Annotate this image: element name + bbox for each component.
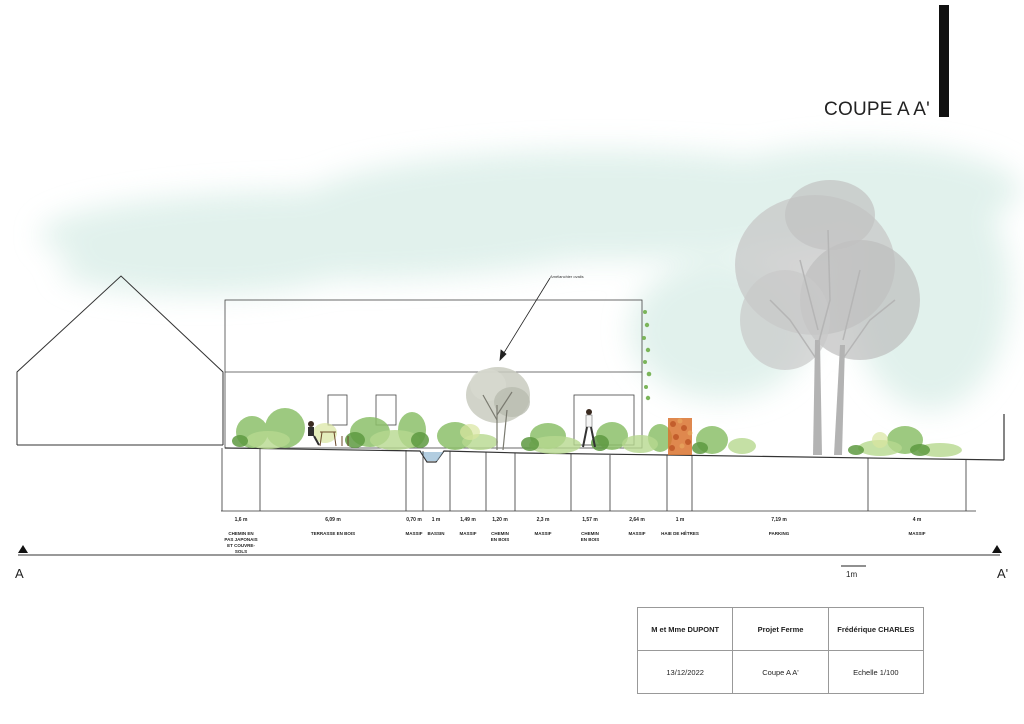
cartouche: M et Mme DUPONT Projet Ferme Frédérique … — [636, 607, 925, 694]
climbing-plant — [642, 310, 652, 401]
pond-water — [421, 452, 443, 461]
terrace-furniture — [319, 431, 349, 447]
zone-width: 1,6 m — [234, 517, 248, 523]
zone-label: CHEMIN EN BOIS — [490, 531, 510, 542]
section-marker-a2-arrow — [992, 545, 1002, 553]
zone-label: TERRASSE EN BOIS — [310, 531, 356, 536]
left-house — [16, 275, 224, 446]
zone-width: 7,19 m — [771, 517, 787, 523]
zone-label: MASSIF — [908, 531, 926, 536]
amelanchier-tree — [466, 367, 530, 451]
cartouche-designer: Frédérique CHARLES — [827, 607, 925, 651]
zone-width: 1,57 m — [582, 517, 598, 523]
zone-width: 1,49 m — [460, 517, 476, 523]
seated-person — [308, 421, 320, 446]
cartouche-project: Projet Ferme — [732, 607, 829, 651]
cartouche-drawing: Coupe A A' — [732, 650, 829, 694]
zone-label: MASSIF — [534, 531, 552, 536]
zone-label: MASSIF — [405, 531, 423, 536]
zone-width: 2,3 m — [536, 517, 550, 523]
background-trees — [735, 180, 920, 455]
beech-hedge — [668, 418, 693, 455]
annotation-arrow — [499, 277, 551, 362]
section-marker-a: A — [15, 566, 24, 581]
zone-label: PARKING — [768, 531, 790, 536]
cartouche-date: 13/12/2022 — [636, 650, 734, 694]
zone-width: 1,20 m — [492, 517, 508, 523]
section-line — [18, 545, 1002, 556]
zone-label: CHEMIN EN PAS JAPONAIS ET COUVRE- SOLS — [224, 531, 258, 554]
zone-label: MASSIF — [628, 531, 646, 536]
vegetation — [232, 408, 962, 457]
zone-label: MASSIF — [459, 531, 477, 536]
zone-label: CHEMIN EN BOIS — [580, 531, 600, 542]
dimension-lines — [221, 448, 976, 512]
zone-width: 2,64 m — [629, 517, 645, 523]
zone-label: HAIE DE HÊTRES — [661, 531, 699, 536]
zone-width: 4 m — [912, 517, 922, 523]
zone-width: 1 m — [431, 517, 441, 523]
page-title: COUPE A A' — [824, 99, 930, 120]
title-bar — [939, 5, 949, 117]
cartouche-scale: Echelle 1/100 — [827, 650, 925, 694]
scale-bar-label: 1m — [846, 570, 858, 579]
cartouche-client: M et Mme DUPONT — [636, 607, 734, 651]
zone-label: BASSIN — [427, 531, 445, 536]
plant-annotation: Amélanchier ovalis — [550, 274, 584, 279]
zone-width: 1 m — [675, 517, 685, 523]
walking-person — [582, 409, 596, 448]
zone-width: 6,09 m — [325, 517, 341, 523]
section-marker-a2: A' — [997, 566, 1009, 581]
section-marker-a-arrow — [18, 545, 28, 553]
zone-width: 0,70 m — [406, 517, 422, 523]
